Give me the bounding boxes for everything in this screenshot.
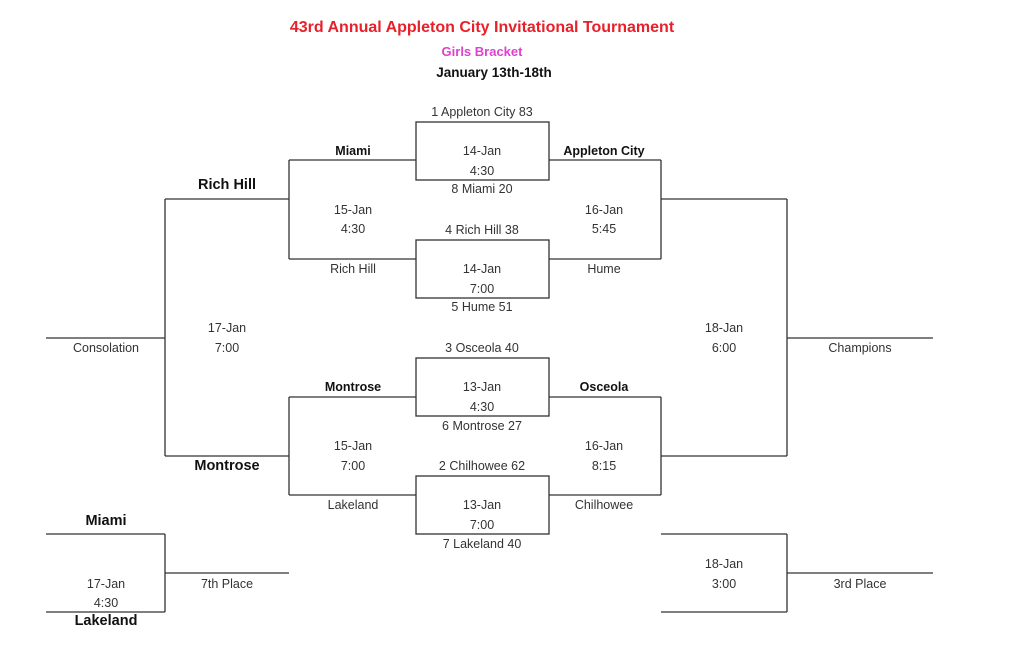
championship-bracket <box>661 198 933 457</box>
right-lower-bottom-team: Chilhowee <box>574 498 634 512</box>
left-lower-bottom-team: Lakeland <box>327 498 379 512</box>
seventh-top-team: Miami <box>85 513 127 529</box>
right-upper-time: 5:45 <box>591 222 617 236</box>
game-box-3 <box>415 357 550 417</box>
seventh-bottom-team: Lakeland <box>74 613 138 629</box>
consolation-top-team: Rich Hill <box>197 177 257 193</box>
right-lower-top-team: Osceola <box>579 380 629 394</box>
right-upper-date: 16-Jan <box>584 203 624 217</box>
consolation-bracket <box>46 198 289 457</box>
game1-bottom-team: 8 Miami 20 <box>451 182 513 196</box>
champions-label: Champions <box>828 341 892 355</box>
consolation-time: 7:00 <box>214 341 240 355</box>
game3-time: 4:30 <box>469 400 495 414</box>
left-upper-date: 15-Jan <box>333 203 373 217</box>
right-upper-bottom-team: Hume <box>587 262 621 276</box>
seventh-place-label: 7th Place <box>200 577 254 591</box>
game1-date: 14-Jan <box>462 144 502 158</box>
game-box-4 <box>415 475 550 535</box>
left-lower-time: 7:00 <box>340 459 366 473</box>
third-place-bracket <box>661 533 933 613</box>
left-upper-bottom-team: Rich Hill <box>330 262 376 276</box>
bracket-subtitle: Girls Bracket <box>441 44 523 59</box>
right-upper-top-team: Appleton City <box>563 144 645 158</box>
seventh-time: 4:30 <box>93 596 119 610</box>
championship-date: 18-Jan <box>704 321 744 335</box>
game4-bottom-team: 7 Lakeland 40 <box>442 537 522 551</box>
left-lower-top-team: Montrose <box>324 380 382 394</box>
third-date: 18-Jan <box>704 557 744 571</box>
right-lower-date: 16-Jan <box>584 439 624 453</box>
game-box-1 <box>415 121 550 181</box>
left-lower-date: 15-Jan <box>333 439 373 453</box>
game3-bottom-team: 6 Montrose 27 <box>442 419 522 433</box>
right-bracket-lower <box>549 396 662 496</box>
consolation-label: Consolation <box>72 341 140 355</box>
game3-date: 13-Jan <box>462 380 502 394</box>
game2-time: 7:00 <box>469 282 495 296</box>
tournament-title: 43rd Annual Appleton City Invitational T… <box>289 19 675 36</box>
third-time: 3:00 <box>711 577 737 591</box>
game2-date: 14-Jan <box>462 262 502 276</box>
game2-top-team: 4 Rich Hill 38 <box>445 223 519 237</box>
tournament-dates: January 13th-18th <box>436 65 552 80</box>
seventh-place-bracket <box>46 533 289 613</box>
right-bracket-upper <box>549 159 662 260</box>
third-place-label: 3rd Place <box>833 577 887 591</box>
game1-top-team: 1 Appleton City 83 <box>431 105 533 119</box>
consolation-date: 17-Jan <box>207 321 247 335</box>
game4-time: 7:00 <box>469 518 495 532</box>
left-upper-time: 4:30 <box>340 222 366 236</box>
left-bracket-lower <box>288 396 416 496</box>
seventh-date: 17-Jan <box>86 577 126 591</box>
game4-date: 13-Jan <box>462 498 502 512</box>
game4-top-team: 2 Chilhowee 62 <box>438 459 526 473</box>
championship-time: 6:00 <box>711 341 737 355</box>
game2-bottom-team: 5 Hume 51 <box>451 300 513 314</box>
game1-time: 4:30 <box>469 164 495 178</box>
game3-top-team: 3 Osceola 40 <box>445 341 519 355</box>
right-lower-time: 8:15 <box>591 459 617 473</box>
game-box-2 <box>415 239 550 299</box>
left-upper-top-team: Miami <box>335 144 371 158</box>
consolation-bottom-team: Montrose <box>194 458 260 474</box>
left-bracket-upper <box>288 159 416 260</box>
